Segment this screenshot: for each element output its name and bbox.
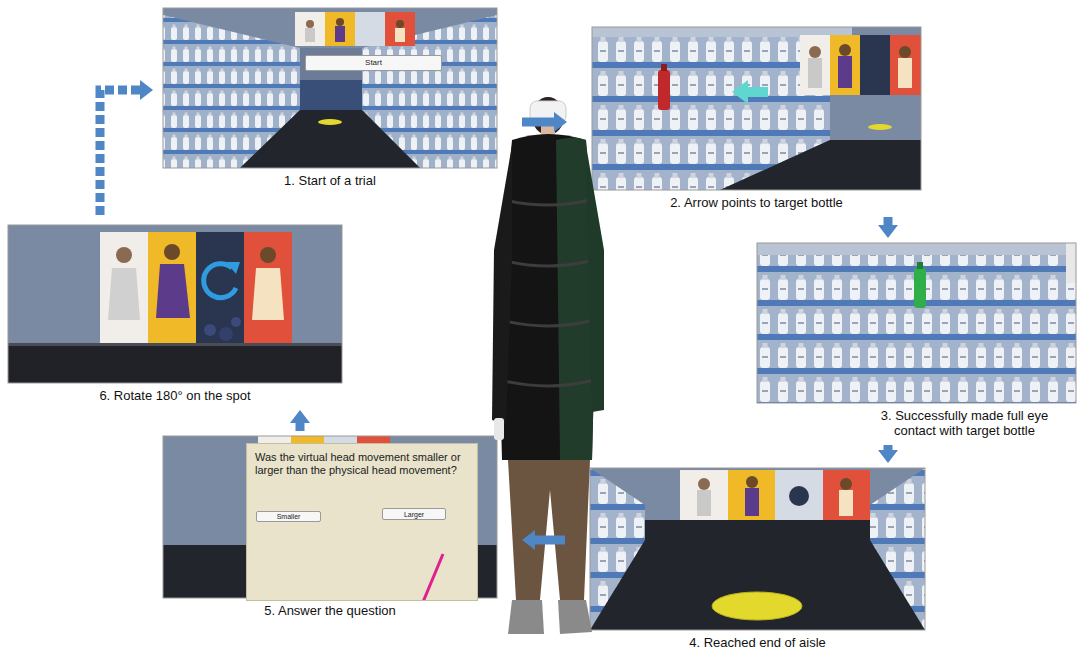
arrow-shaft [296,422,305,431]
arrow-head [554,112,567,132]
step-caption: 3. Successfully made full eye contact wi… [862,408,1067,438]
step-caption: 1. Start of a trial [163,173,497,188]
screenshot-panel: 1. Start of a trial Start [163,8,497,190]
screenshot-panel: 5. Answer the question Was the virtual he… [163,436,497,620]
arrow-head [878,450,898,463]
flow-arrow [878,217,898,238]
arrow-shaft [100,90,141,215]
answer-button: Smaller [256,511,321,522]
question-text: Was the virtual head movement smaller or… [255,451,471,477]
step-caption: 5. Answer the question [163,603,497,618]
laser-line [423,554,443,600]
flow-arrow [522,112,567,132]
flow-arrow [290,410,310,431]
arrow-head [140,80,153,100]
step-caption: 2. Arrow points to target bottle [592,195,921,210]
screenshot-panel: 4. Reached end of aisle [590,468,925,652]
button-label: Larger [404,510,424,519]
button-label: Start [365,58,382,68]
arrow-shaft [534,536,565,545]
step-caption: 6. Rotate 180° on the spot [8,388,342,403]
arrow-head [290,410,310,423]
question-dialog: Was the virtual head movement smaller or… [246,443,478,601]
step-caption: 4. Reached end of aisle [590,635,925,650]
flow-arrow [878,445,898,463]
start-button: Start [305,55,442,71]
answer-button: Larger [382,508,446,520]
arrow-shaft [884,217,893,226]
arrow-head [878,225,898,238]
flow-arrow [100,80,153,215]
screenshot-panel: 3. Successfully made full eye contact wi… [757,243,1076,440]
screenshot-panel: 6. Rotate 180° on the spot [8,225,342,405]
button-label: Smaller [277,512,301,521]
arrow-head [522,530,535,550]
flow-arrow [522,530,565,550]
arrow-shaft [522,118,555,127]
screenshot-panel: 2. Arrow points to target bottle [592,27,921,212]
